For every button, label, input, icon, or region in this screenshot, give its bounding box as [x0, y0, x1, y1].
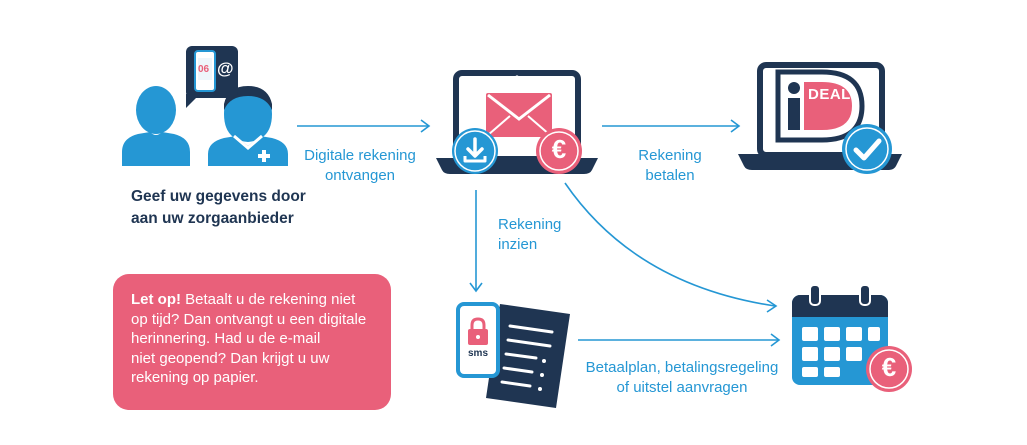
paper-invoice-icon — [486, 304, 570, 408]
arrow3-label-line: Rekening — [498, 216, 562, 233]
step1-label-line: aan uw zorgaanbieder — [131, 210, 294, 227]
step1-label-line: Geef uw gegevens door — [131, 188, 306, 205]
arrow3-label: Rekening inzien — [498, 215, 561, 255]
note-line: op tijd? Dan ontvangt u een digitale — [131, 310, 367, 328]
arrow2-label-line: betalen — [645, 167, 695, 184]
euro-badge-icon — [866, 346, 912, 392]
note-line: herinnering. Had u de e-mail — [131, 330, 321, 347]
checkmark-icon — [842, 124, 892, 174]
euro-coin-icon — [536, 128, 582, 174]
warning-note: Let op! Betaalt u de rekening niet op ti… — [113, 274, 391, 410]
arrow1-label-line: Digitale rekening — [304, 147, 416, 164]
note-line: niet geopend? Dan krijgt u uw — [131, 349, 330, 367]
arrow1-label-line: ontvangen — [324, 167, 396, 184]
arrow3-label-line: inzien — [498, 236, 538, 253]
phone-contact-bubble-icon — [194, 50, 216, 92]
bubble-at-text: @ — [217, 59, 234, 78]
arrow4-label: Betaalplan, betalingsregeling of uitstel… — [572, 358, 792, 398]
bubble-phone-text: 06 — [198, 64, 210, 75]
euro-coin-symbol: € — [551, 134, 567, 164]
step1-label: Geef uw gegevens door aan uw zorgaanbied… — [131, 186, 321, 230]
sms-phone-icon — [456, 302, 500, 378]
arrow2-label-line: Rekening — [638, 147, 702, 164]
euro-badge-symbol: € — [881, 352, 897, 382]
arrow-plan-curve — [564, 182, 776, 307]
note-bold: Let op! — [131, 291, 181, 308]
note-line: Betaalt u de rekening niet — [181, 291, 356, 308]
arrow4-label-line: of uitstel aanvragen — [616, 379, 748, 396]
sms-label: sms — [467, 348, 488, 359]
arrow4-label-line: Betaalplan, betalingsregeling — [585, 359, 779, 376]
note-line: rekening op papier. — [131, 369, 259, 386]
ideal-logo-text: DEAL — [808, 86, 851, 103]
patient-icon — [122, 86, 190, 166]
bubble-tail — [186, 94, 200, 108]
calendar-icon — [792, 284, 888, 385]
arrow1-label: Digitale rekening ontvangen — [294, 146, 426, 186]
arrow2-label: Rekening betalen — [620, 146, 720, 186]
download-icon — [452, 128, 498, 174]
